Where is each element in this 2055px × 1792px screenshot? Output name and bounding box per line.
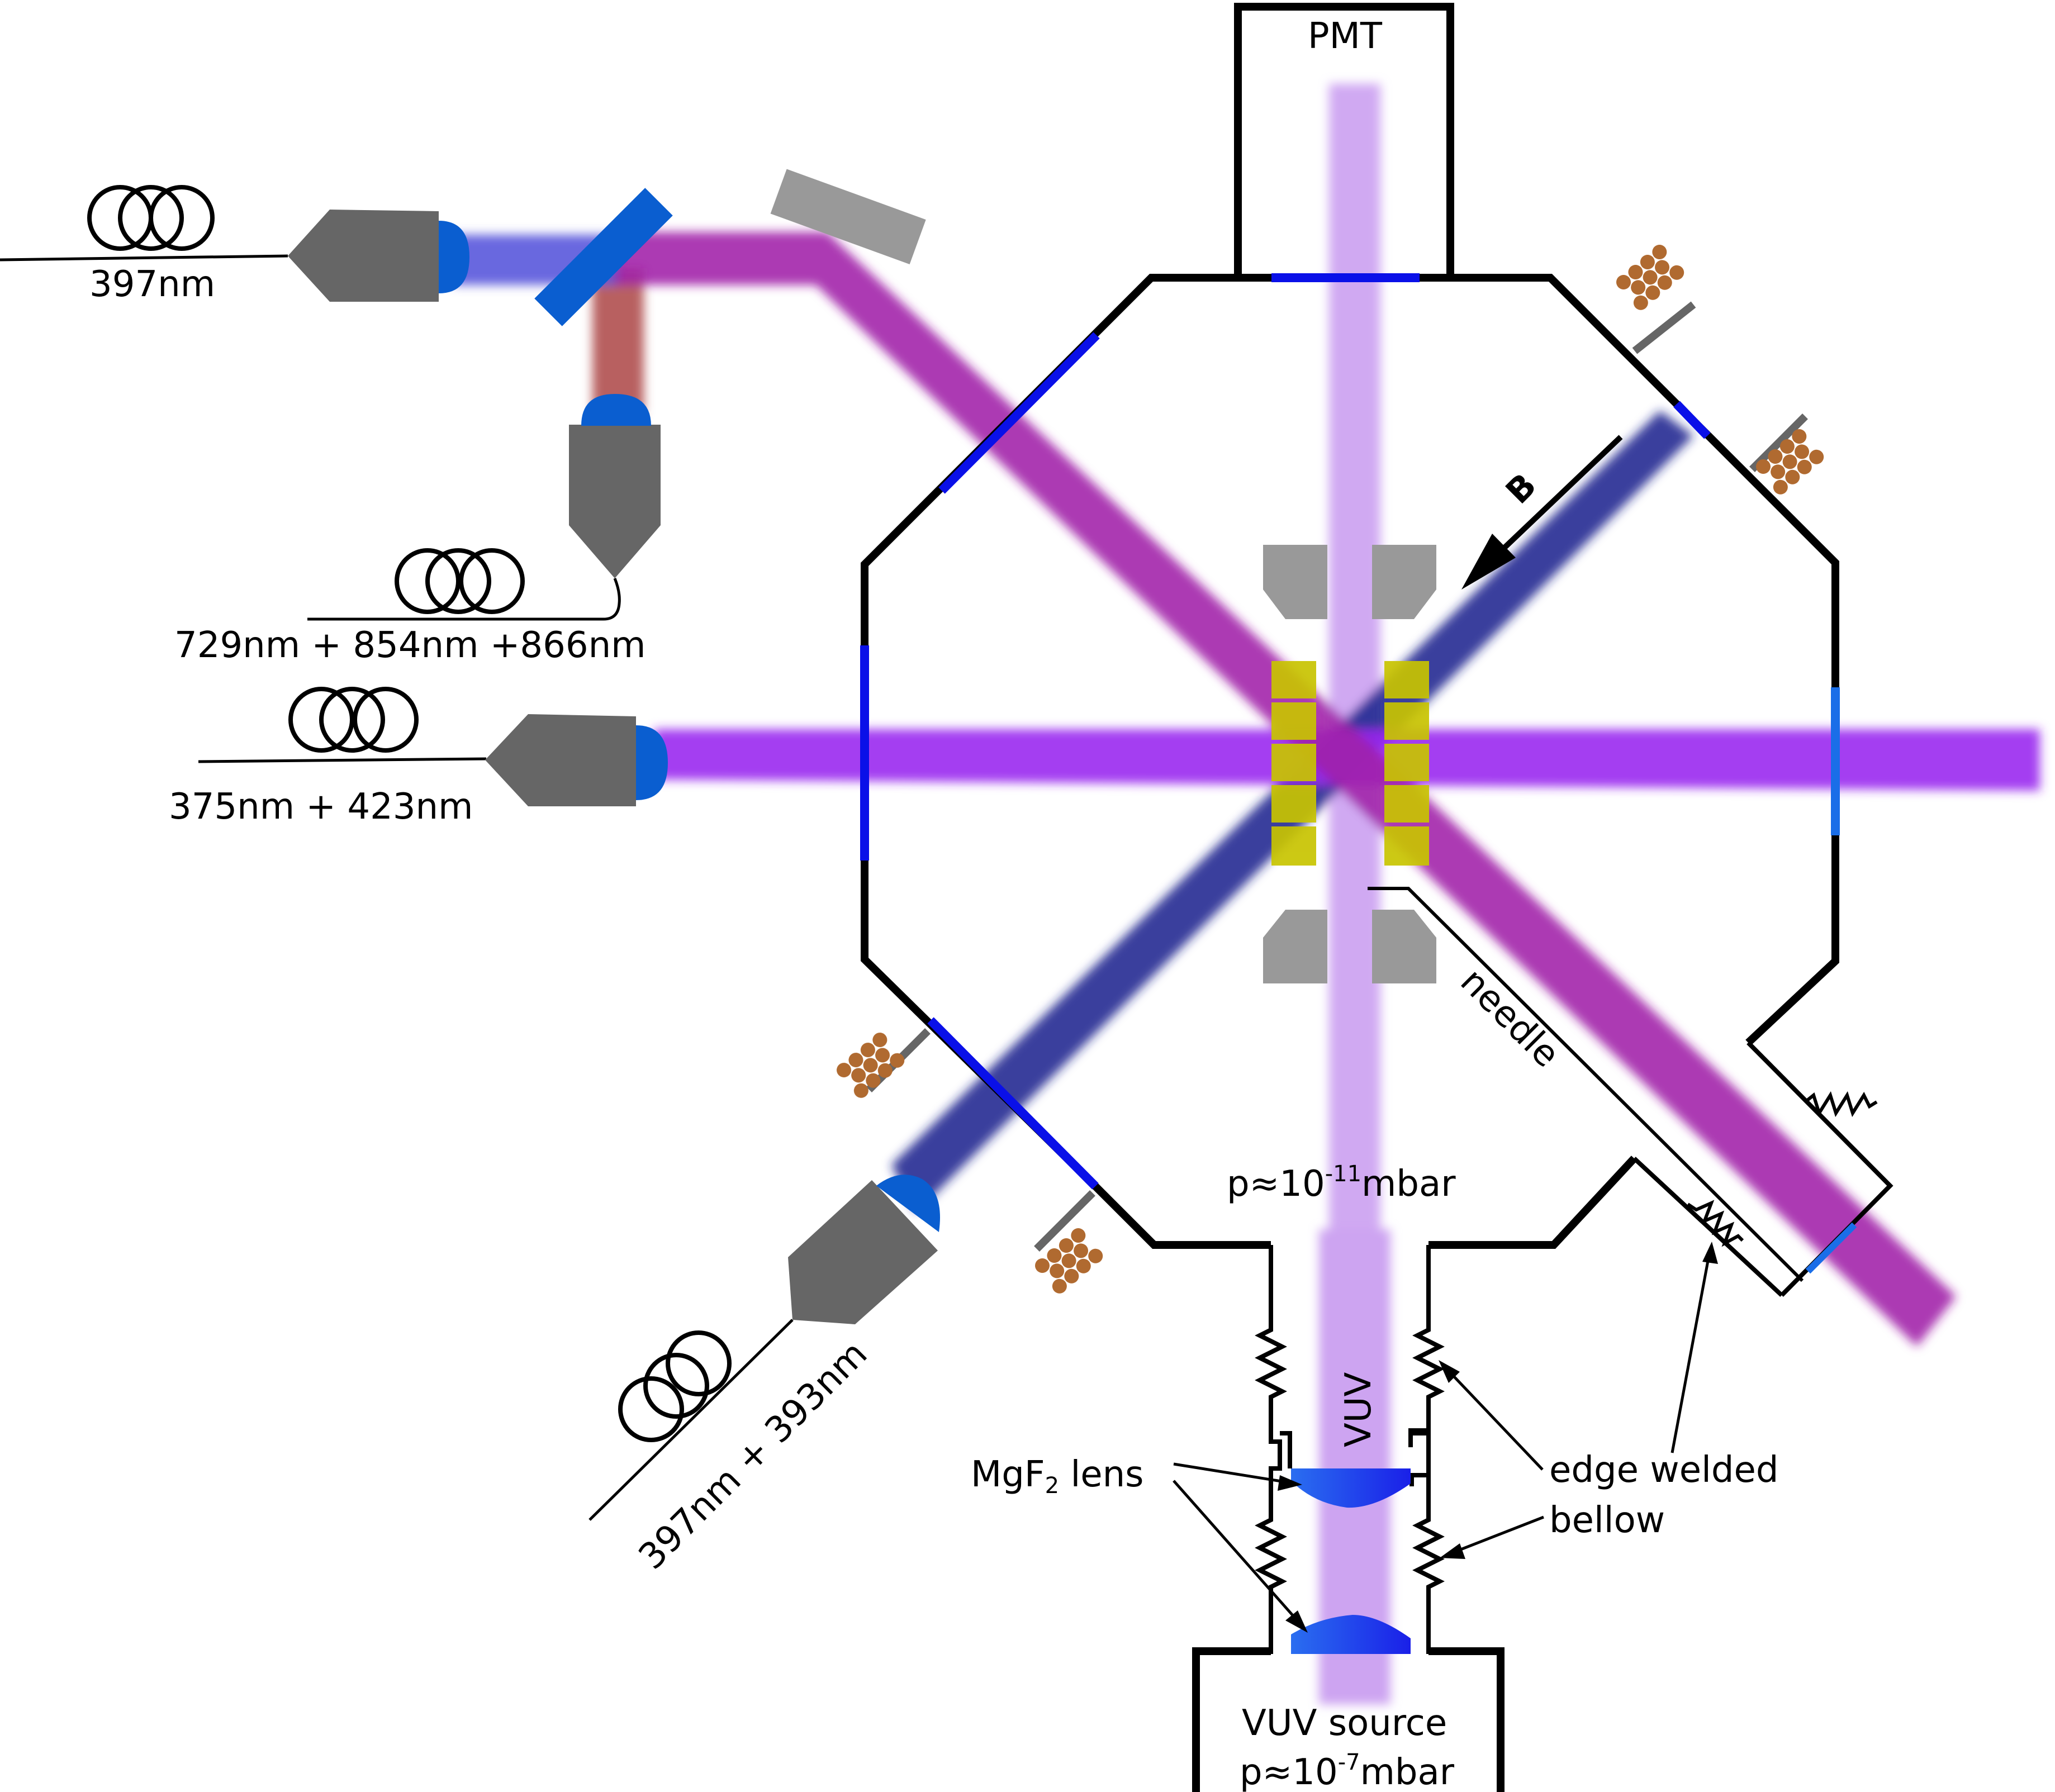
- endcap-bottom-left: [1263, 910, 1327, 983]
- trap-electrodes: [1263, 545, 1436, 983]
- pressure-source-label: p≈10-7mbar: [1240, 1750, 1455, 1792]
- mgf2-lens-lower: [1291, 1615, 1411, 1654]
- endcap-top-left: [1263, 545, 1327, 619]
- fiber-coupler-375: 375nm + 423nm: [169, 687, 668, 828]
- pmt-housing: [1234, 3, 1454, 275]
- red-beam-vertical: [592, 268, 644, 413]
- label-729nm: 729nm + 854nm +866nm: [174, 625, 646, 666]
- segmented-electrodes-right: [1384, 661, 1429, 866]
- magenta-beam: [615, 232, 1956, 1347]
- magnetic-coil-lower-left-2: [1032, 1190, 1106, 1297]
- endcap-bottom-right: [1372, 910, 1436, 983]
- bellow-label-line1: edge welded: [1549, 1449, 1778, 1491]
- needle: [1368, 887, 1804, 1282]
- side-port-resistor: [1804, 1091, 1878, 1118]
- fiber-coupler-397-lens: [439, 221, 469, 293]
- endcap-top-right: [1372, 545, 1436, 619]
- label-375nm: 375nm + 423nm: [169, 786, 473, 828]
- dichroic-mirror: [534, 188, 673, 326]
- magnetic-coil-lower-left-1: [833, 1028, 931, 1101]
- pmt-label: PMT: [1308, 16, 1383, 57]
- fiber-coupler-729-lens: [581, 394, 651, 426]
- fiber-coupler-397-393-body: [788, 1180, 938, 1324]
- label-397nm: 397nm: [89, 264, 215, 305]
- annotation-arrows: [1173, 1242, 1718, 1633]
- fold-mirror: [770, 169, 926, 264]
- fiber-coupler-397-body: [288, 210, 439, 302]
- viewport-upper-left: [938, 332, 1100, 494]
- magnetic-coil-upper-right-1: [1613, 241, 1696, 354]
- viewport-lower-left: [927, 1017, 1099, 1190]
- fiber-coupler-729: 729nm + 854nm +866nm: [174, 394, 661, 666]
- mgf2-lens-upper: [1291, 1468, 1411, 1508]
- laser-beams: [453, 84, 2040, 1704]
- b-field-label: B: [1498, 466, 1544, 512]
- magnetic-coil-upper-right-2: [1749, 413, 1827, 498]
- fiber-coupler-375-lens: [636, 725, 668, 800]
- viewport-side-port: [1805, 1222, 1857, 1274]
- segmented-electrodes-left: [1271, 661, 1316, 866]
- vuv-source-label: VUV source: [1242, 1703, 1447, 1744]
- fiber-coupler-397: 397nm: [0, 185, 469, 305]
- viewport-upper-right: [1673, 401, 1711, 439]
- lens-flange-left: [1280, 1431, 1292, 1468]
- bellow-label-line2: bellow: [1549, 1500, 1665, 1541]
- pressure-trap-label: p≈10-11mbar: [1227, 1161, 1456, 1205]
- vuv-label: VUV: [1338, 1372, 1379, 1447]
- fiber-coupler-397-393-lens: [876, 1175, 940, 1232]
- vuv-beam-upper: [1329, 84, 1380, 1229]
- optics-top-left: [534, 169, 926, 326]
- bellow-left-upper: [1255, 1245, 1287, 1654]
- vuv-source-housing: [1192, 1647, 1505, 1792]
- fiber-coupler-375-body: [485, 714, 636, 806]
- fiber-coupler-397-393: 397nm + 393nm: [589, 1175, 940, 1577]
- bellow-right-upper: [1408, 1245, 1445, 1654]
- mgf2-lens-label: MgF2 lens: [971, 1454, 1144, 1499]
- fiber-coupler-729-body: [569, 425, 661, 578]
- chamber-wall-right-bottom: [1428, 1156, 1638, 1249]
- needle-resistor: [1687, 1200, 1744, 1247]
- vacuum-chamber: PMT: [860, 3, 1893, 1792]
